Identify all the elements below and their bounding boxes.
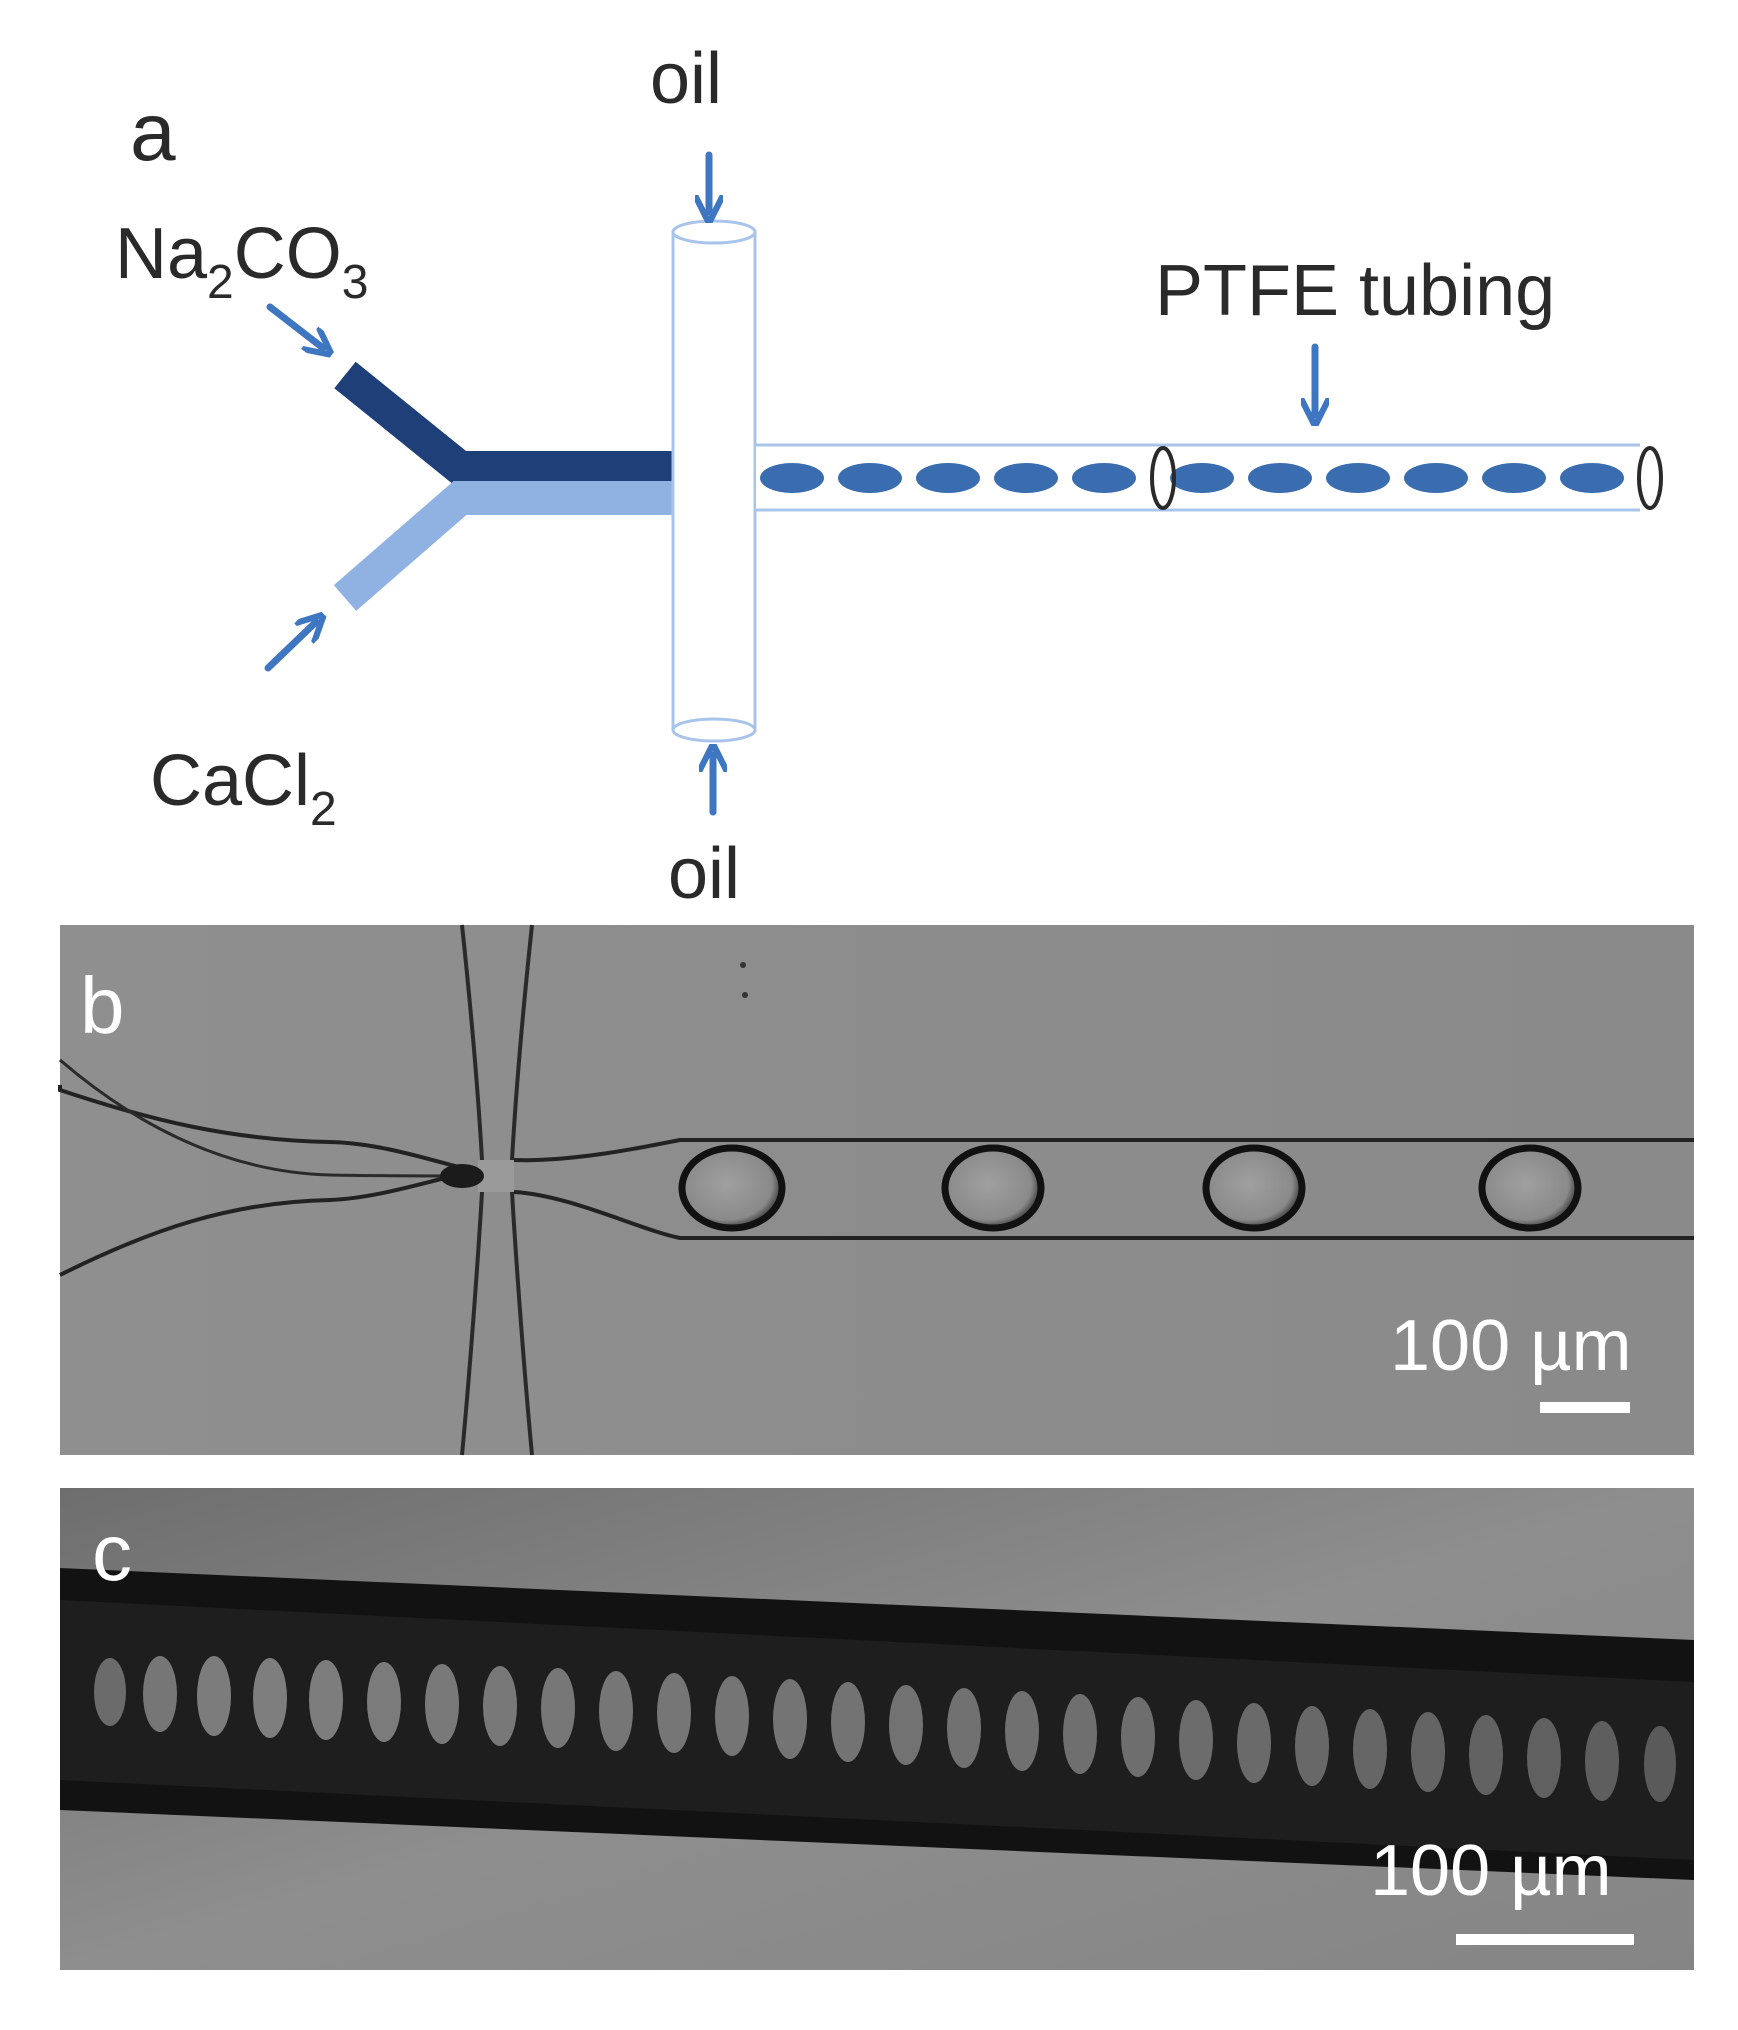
oil-label-bottom: oil xyxy=(668,834,740,914)
droplet xyxy=(760,463,824,493)
panel-b: b 100 µm xyxy=(58,924,1694,1456)
droplet xyxy=(367,1662,401,1742)
droplet xyxy=(599,1671,633,1751)
droplet xyxy=(657,1673,691,1753)
droplet xyxy=(1411,1712,1445,1792)
panel-b-scale-bar xyxy=(1540,1402,1630,1413)
droplet xyxy=(1478,1144,1582,1232)
arrow-cacl2 xyxy=(264,622,316,672)
inlet-label-cacl2: CaCl2 xyxy=(150,741,337,836)
droplet xyxy=(947,1688,981,1768)
inlet-label-na2co3: Na2CO3 xyxy=(115,214,368,309)
panel-b-droplets xyxy=(678,1144,1582,1232)
droplet xyxy=(1237,1703,1271,1783)
droplet xyxy=(1063,1694,1097,1774)
droplets xyxy=(760,463,1624,493)
droplet xyxy=(253,1658,287,1738)
tube-joint-ring xyxy=(1150,446,1176,510)
cacl2-channel xyxy=(333,481,672,611)
droplet xyxy=(1170,463,1234,493)
inlet-divider xyxy=(59,1058,481,1178)
tubing-label: PTFE tubing xyxy=(1155,251,1555,331)
droplet xyxy=(1482,463,1546,493)
droplet xyxy=(1469,1715,1503,1795)
droplet xyxy=(1527,1718,1561,1798)
droplet xyxy=(1179,1700,1213,1780)
droplet xyxy=(143,1656,177,1732)
droplet xyxy=(994,463,1058,493)
droplet xyxy=(483,1666,517,1746)
droplet xyxy=(1248,463,1312,493)
droplet xyxy=(715,1676,749,1756)
outlet-channel-top-wall xyxy=(513,1138,1694,1163)
oil-channel-tube xyxy=(671,230,757,732)
droplet xyxy=(889,1685,923,1765)
arrow-na2co3 xyxy=(266,303,323,348)
droplet xyxy=(773,1679,807,1759)
speck xyxy=(742,992,748,998)
outlet-channel-bottom-wall xyxy=(513,1190,1694,1240)
droplet xyxy=(1560,463,1624,493)
droplet xyxy=(1326,463,1390,493)
oil-label-top: oil xyxy=(650,39,722,119)
droplet xyxy=(1644,1726,1676,1802)
panel-c: c 100 µm xyxy=(60,1488,1694,1970)
droplet xyxy=(838,463,902,493)
ptfe-tube-core xyxy=(60,1600,1694,1860)
droplet xyxy=(1353,1709,1387,1789)
droplet xyxy=(916,463,980,493)
droplet xyxy=(309,1660,343,1740)
droplet xyxy=(1121,1697,1155,1777)
droplet xyxy=(1072,463,1136,493)
panel-b-letter: b xyxy=(80,961,125,1050)
panel-b-scale-label: 100 µm xyxy=(1390,1306,1632,1386)
panel-c-droplets xyxy=(94,1656,1676,1802)
tube-end-ring xyxy=(1637,446,1663,510)
na2co3-channel xyxy=(334,361,672,485)
droplet xyxy=(678,1144,786,1232)
panel-c-scale-bar xyxy=(1456,1934,1634,1945)
droplet xyxy=(1585,1721,1619,1801)
flow-arrows xyxy=(264,151,1315,816)
panel-c-scale-label: 100 µm xyxy=(1370,1831,1612,1911)
panel-c-letter: c xyxy=(92,1508,132,1597)
panel-a-letter: a xyxy=(130,87,176,178)
droplet xyxy=(1005,1691,1039,1771)
droplet xyxy=(1202,1144,1306,1232)
droplet xyxy=(831,1682,865,1762)
droplet xyxy=(425,1664,459,1744)
droplet xyxy=(197,1656,231,1736)
oil-tube-bottom-opening xyxy=(671,717,757,743)
droplet xyxy=(541,1668,575,1748)
panel-b-micrograph xyxy=(60,925,1694,1455)
droplet xyxy=(1404,463,1468,493)
droplet xyxy=(1295,1706,1329,1786)
droplet xyxy=(94,1658,126,1726)
panel-a: a Na2CO3 CaCl2 oil oil PTFE tubing xyxy=(115,39,1663,914)
oil-tube-top-opening xyxy=(671,219,757,245)
speck xyxy=(740,962,746,968)
droplet xyxy=(941,1144,1045,1232)
ptfe-tube-edges xyxy=(755,443,1640,512)
forming-droplet xyxy=(440,1164,484,1188)
